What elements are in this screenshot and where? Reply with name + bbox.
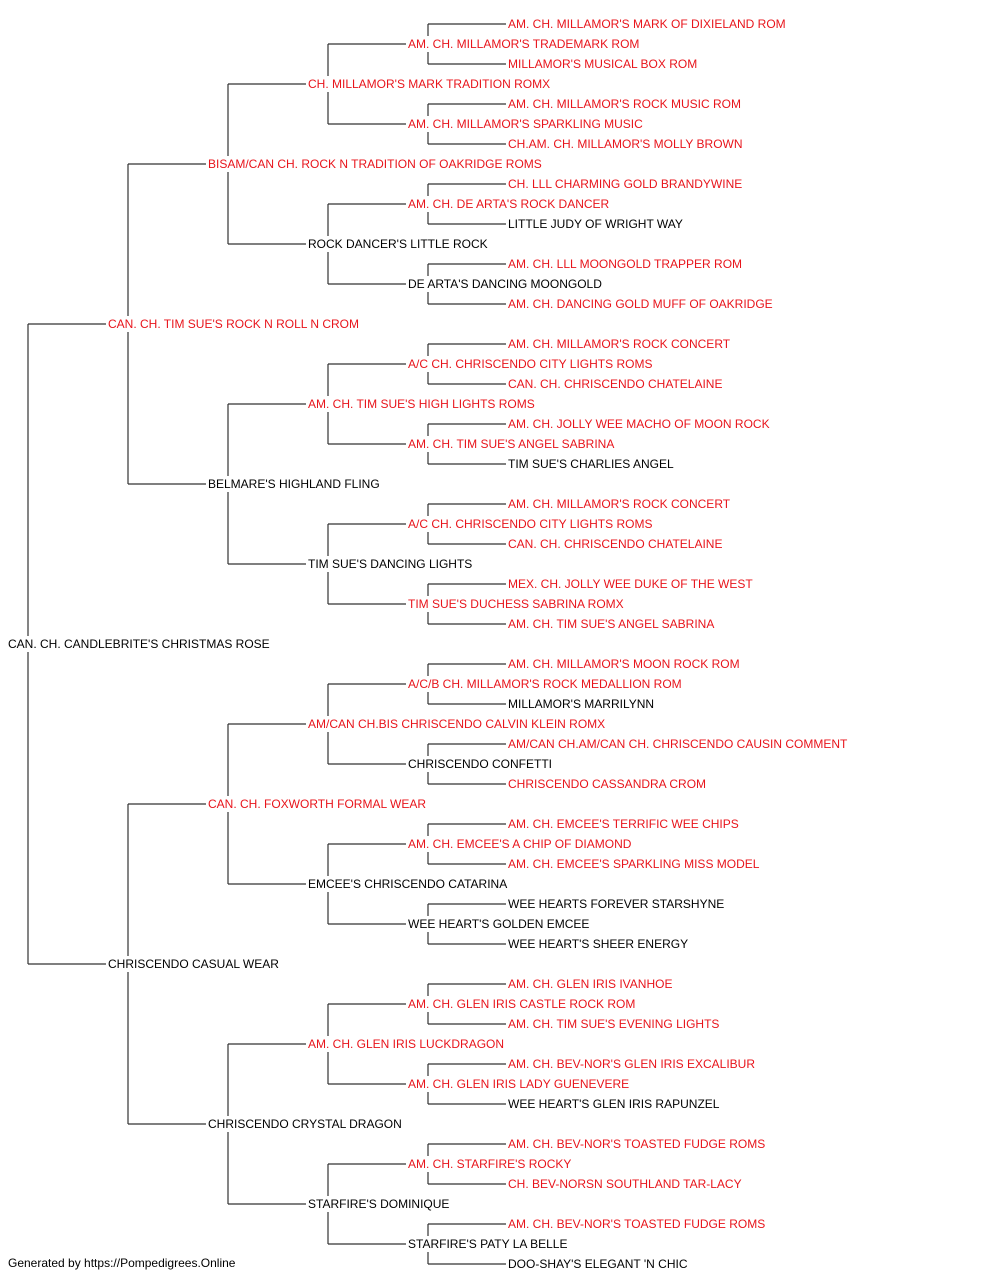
pedigree-name-gen4-dam: AM. CH. GLEN IRIS LADY GUENEVERE — [408, 1077, 629, 1091]
pedigree-name-gen4-sire: AM. CH. DE ARTA'S ROCK DANCER — [408, 197, 610, 211]
pedigree-name-gen3-sire: AM. CH. GLEN IRIS LUCKDRAGON — [308, 1037, 504, 1051]
pedigree-name-gen5-dam: CAN. CH. CHRISCENDO CHATELAINE — [508, 537, 722, 551]
pedigree-name-gen5-sire: AM. CH. BEV-NOR'S TOASTED FUDGE ROMS — [508, 1217, 765, 1231]
pedigree-name-gen1-dam: CHRISCENDO CASUAL WEAR — [108, 957, 279, 971]
pedigree-name-gen3-sire: AM/CAN CH.BIS CHRISCENDO CALVIN KLEIN RO… — [308, 717, 605, 731]
pedigree-name-gen2-dam: CHRISCENDO CRYSTAL DRAGON — [208, 1117, 402, 1131]
pedigree-name-gen5-sire: AM. CH. MILLAMOR'S ROCK MUSIC ROM — [508, 97, 741, 111]
pedigree-name-gen5-dam: MILLAMOR'S MARRILYNN — [508, 697, 654, 711]
pedigree-name-gen5-sire: AM. CH. LLL MOONGOLD TRAPPER ROM — [508, 257, 742, 271]
pedigree-name-gen3-dam: STARFIRE'S DOMINIQUE — [308, 1197, 449, 1211]
pedigree-name-gen4-sire: AM. CH. MILLAMOR'S TRADEMARK ROM — [408, 37, 639, 51]
pedigree-name-gen5-sire: AM. CH. EMCEE'S TERRIFIC WEE CHIPS — [508, 817, 739, 831]
pedigree-name-gen4-sire: A/C CH. CHRISCENDO CITY LIGHTS ROMS — [408, 357, 652, 371]
pedigree-name-gen3-sire: CH. MILLAMOR'S MARK TRADITION ROMX — [308, 77, 550, 91]
pedigree-name-gen3-dam: ROCK DANCER'S LITTLE ROCK — [308, 237, 488, 251]
pedigree-name-gen4-dam: AM. CH. MILLAMOR'S SPARKLING MUSIC — [408, 117, 643, 131]
pedigree-name-gen3-sire: AM. CH. TIM SUE'S HIGH LIGHTS ROMS — [308, 397, 535, 411]
pedigree-name-gen4-sire: A/C/B CH. MILLAMOR'S ROCK MEDALLION ROM — [408, 677, 682, 691]
pedigree-name-gen4-dam: DE ARTA'S DANCING MOONGOLD — [408, 277, 602, 291]
pedigree-name-gen2-dam: BELMARE'S HIGHLAND FLING — [208, 477, 380, 491]
generated-by-footer: Generated by https://Pompedigrees.Online — [8, 1256, 236, 1270]
pedigree-names: AM. CH. MILLAMOR'S MARK OF DIXIELAND ROM… — [8, 17, 848, 1271]
pedigree-name-gen5-dam: TIM SUE'S CHARLIES ANGEL — [508, 457, 674, 471]
pedigree-name-gen4-dam: CHRISCENDO CONFETTI — [408, 757, 552, 771]
pedigree-name-gen4-dam: WEE HEART'S GOLDEN EMCEE — [408, 917, 589, 931]
pedigree-name-gen4-dam: STARFIRE'S PATY LA BELLE — [408, 1237, 567, 1251]
pedigree-name-gen5-dam: CAN. CH. CHRISCENDO CHATELAINE — [508, 377, 722, 391]
pedigree-name-gen5-sire: CH. LLL CHARMING GOLD BRANDYWINE — [508, 177, 742, 191]
pedigree-name-gen5-sire: MEX. CH. JOLLY WEE DUKE OF THE WEST — [508, 577, 753, 591]
connector-lines — [27, 23, 506, 1265]
pedigree-name-gen5-dam: WEE HEART'S GLEN IRIS RAPUNZEL — [508, 1097, 720, 1111]
pedigree-name-gen4-dam: TIM SUE'S DUCHESS SABRINA ROMX — [408, 597, 624, 611]
pedigree-name-gen5-sire: AM. CH. MILLAMOR'S MOON ROCK ROM — [508, 657, 740, 671]
pedigree-name-gen5-sire: AM. CH. MILLAMOR'S ROCK CONCERT — [508, 337, 731, 351]
pedigree-name-gen5-dam: CH. BEV-NORSN SOUTHLAND TAR-LACY — [508, 1177, 742, 1191]
pedigree-name-gen4-sire: AM. CH. GLEN IRIS CASTLE ROCK ROM — [408, 997, 635, 1011]
pedigree-name-gen4-sire: AM. CH. STARFIRE'S ROCKY — [408, 1157, 571, 1171]
pedigree-name-gen4-sire: AM. CH. EMCEE'S A CHIP OF DIAMOND — [408, 837, 632, 851]
pedigree-name-gen4-sire: A/C CH. CHRISCENDO CITY LIGHTS ROMS — [408, 517, 652, 531]
pedigree-name-gen5-dam: AM. CH. TIM SUE'S ANGEL SABRINA — [508, 617, 714, 631]
pedigree-name-gen1-sire: CAN. CH. TIM SUE'S ROCK N ROLL N CROM — [108, 317, 359, 331]
pedigree-name-gen5-sire: AM. CH. MILLAMOR'S MARK OF DIXIELAND ROM — [508, 17, 786, 31]
pedigree-name-gen5-sire: WEE HEARTS FOREVER STARSHYNE — [508, 897, 724, 911]
pedigree-name-gen2-sire: CAN. CH. FOXWORTH FORMAL WEAR — [208, 797, 426, 811]
pedigree-name-gen5-dam: WEE HEART'S SHEER ENERGY — [508, 937, 688, 951]
pedigree-name-gen5-sire: AM. CH. GLEN IRIS IVANHOE — [508, 977, 672, 991]
pedigree-name-gen5-dam: AM. CH. DANCING GOLD MUFF OF OAKRIDGE — [508, 297, 773, 311]
pedigree-name-gen3-dam: EMCEE'S CHRISCENDO CATARINA — [308, 877, 507, 891]
pedigree-name-gen3-dam: TIM SUE'S DANCING LIGHTS — [308, 557, 472, 571]
pedigree-name-gen5-dam: DOO-SHAY'S ELEGANT 'N CHIC — [508, 1257, 688, 1271]
pedigree-name-gen5-sire: AM. CH. BEV-NOR'S GLEN IRIS EXCALIBUR — [508, 1057, 755, 1071]
pedigree-name-gen5-dam: CHRISCENDO CASSANDRA CROM — [508, 777, 706, 791]
pedigree-name-gen4-dam: AM. CH. TIM SUE'S ANGEL SABRINA — [408, 437, 614, 451]
pedigree-name-gen5-sire: AM/CAN CH.AM/CAN CH. CHRISCENDO CAUSIN C… — [508, 737, 848, 751]
pedigree-name-gen5-dam: AM. CH. EMCEE'S SPARKLING MISS MODEL — [508, 857, 760, 871]
pedigree-name-gen2-sire: BISAM/CAN CH. ROCK N TRADITION OF OAKRID… — [208, 157, 542, 171]
pedigree-name-gen5-dam: CH.AM. CH. MILLAMOR'S MOLLY BROWN — [508, 137, 743, 151]
pedigree-name-gen5-dam: MILLAMOR'S MUSICAL BOX ROM — [508, 57, 697, 71]
pedigree-name-gen5-sire: AM. CH. JOLLY WEE MACHO OF MOON ROCK — [508, 417, 770, 431]
pedigree-name-gen0-subject: CAN. CH. CANDLEBRITE'S CHRISTMAS ROSE — [8, 637, 270, 651]
pedigree-name-gen5-sire: AM. CH. BEV-NOR'S TOASTED FUDGE ROMS — [508, 1137, 765, 1151]
pedigree-name-gen5-dam: AM. CH. TIM SUE'S EVENING LIGHTS — [508, 1017, 719, 1031]
pedigree-name-gen5-sire: AM. CH. MILLAMOR'S ROCK CONCERT — [508, 497, 731, 511]
pedigree-name-gen5-dam: LITTLE JUDY OF WRIGHT WAY — [508, 217, 683, 231]
